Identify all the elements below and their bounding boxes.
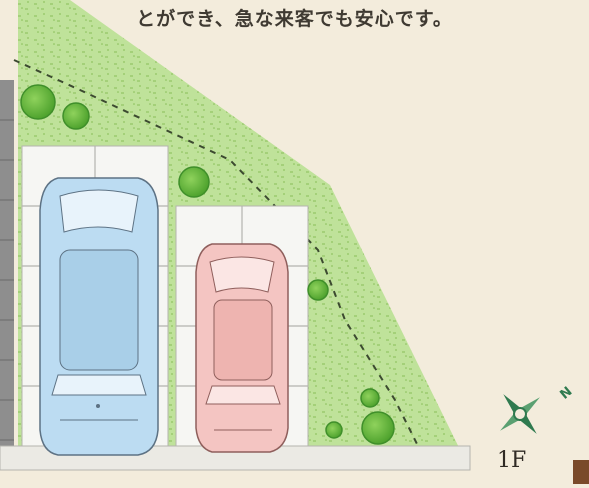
tree-icon — [62, 102, 90, 130]
tree-icon — [325, 421, 343, 439]
property-boundary-line — [13, 59, 431, 471]
floor-label: 1F — [497, 448, 527, 473]
boundary-wall — [0, 80, 14, 470]
tree-icon — [20, 84, 56, 120]
tree-icon — [307, 279, 329, 301]
tree-icon — [360, 388, 380, 408]
tree-icon — [178, 166, 210, 198]
tree-group — [20, 84, 395, 445]
compass-rose-icon — [500, 394, 540, 434]
pink-car — [195, 243, 289, 453]
tree-icon — [361, 411, 395, 445]
blue-car — [39, 177, 159, 456]
caption-text: とができ、急な来客でも安心です。 — [136, 8, 453, 30]
corner-accent — [573, 460, 589, 484]
